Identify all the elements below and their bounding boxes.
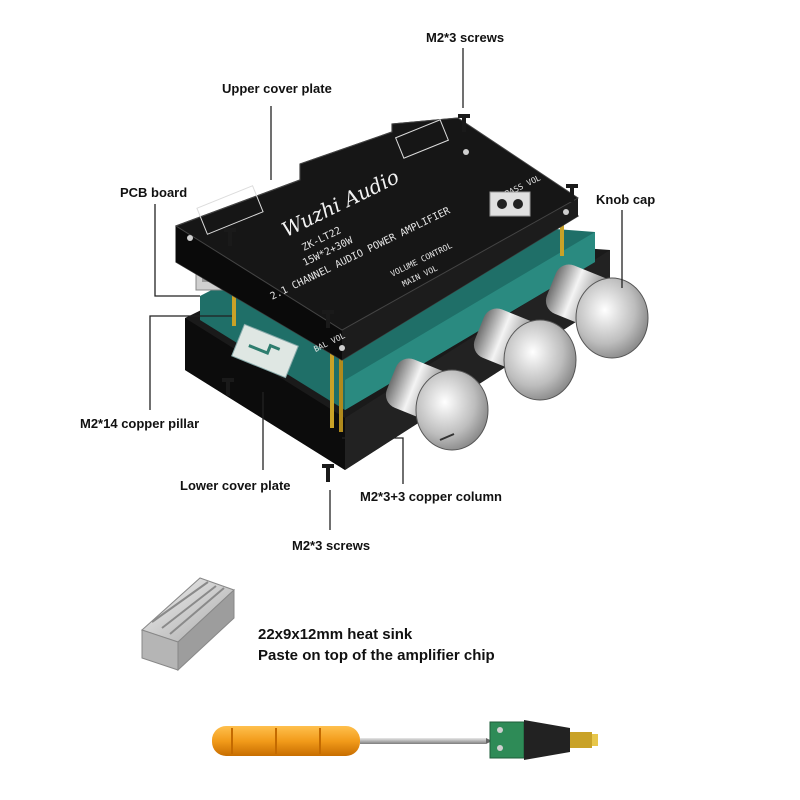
- label-knob-cap: Knob cap: [596, 192, 656, 207]
- dc-jack-connector: [489, 720, 598, 760]
- heat-sink-size: 22x9x12mm heat sink: [258, 626, 413, 643]
- knob-right: [545, 264, 649, 359]
- knob-middle: [473, 308, 577, 401]
- screw-icon: [566, 184, 578, 202]
- screw-icon: [322, 464, 334, 482]
- screw-icon: [458, 114, 470, 132]
- label-screws-top: M2*3 screws: [426, 30, 505, 45]
- screw-icon: [224, 228, 236, 246]
- label-copper-pillar: M2*14 copper pillar: [80, 416, 200, 431]
- label-screws-bottom: M2*3 screws: [292, 538, 371, 553]
- screwdriver: [212, 726, 492, 756]
- label-lower-cover-plate: Lower cover plate: [180, 478, 291, 493]
- knob-left: [385, 358, 489, 451]
- heat-sink-caption: 22x9x12mm heat sink Paste on top of the …: [258, 624, 495, 666]
- heat-sink: [141, 577, 235, 672]
- upper-cover-plate: Wuzhi Audio ZK-LT22 15W*2+30W 2.1 CHANNE…: [174, 117, 580, 361]
- label-pcb-board: PCB board: [120, 185, 188, 200]
- label-copper-column: M2*3+3 copper column: [360, 489, 502, 504]
- leader-lines: [149, 48, 623, 530]
- screw-icon: [322, 310, 334, 328]
- screw-icon: [222, 378, 234, 396]
- heat-sink-instruction: Paste on top of the amplifier chip: [258, 647, 495, 664]
- label-upper-cover-plate: Upper cover plate: [222, 81, 332, 96]
